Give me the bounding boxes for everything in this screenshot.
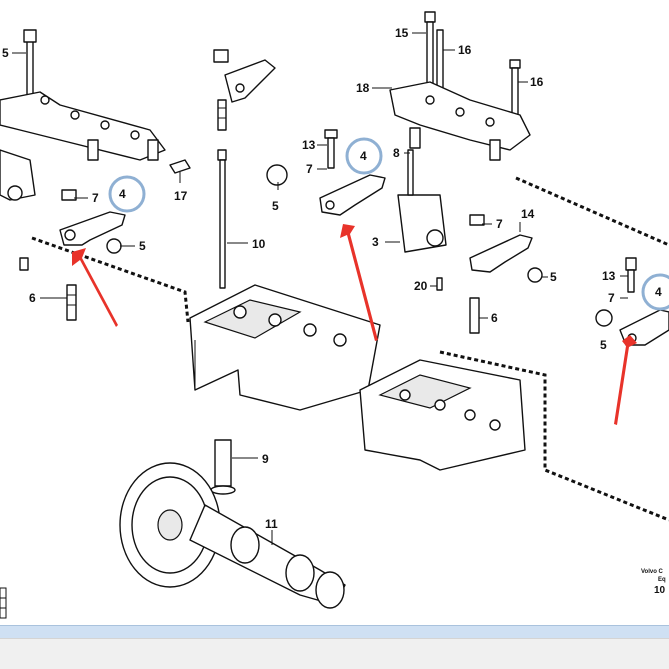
callout-17: 17 [174, 189, 188, 203]
red-arrow-left [72, 248, 118, 327]
callout-6-left: 6 [29, 291, 36, 305]
brand-text-line-2: Eq [658, 577, 666, 583]
highlight-circle-left [108, 175, 146, 213]
rocker-shaft-left [0, 29, 191, 201]
rocker-arm-left [19, 189, 126, 321]
callout-5-left: 5 [139, 239, 146, 253]
tappet [210, 439, 236, 495]
callout-4-far-right: 4 [655, 285, 662, 299]
highlight-circle-center [345, 137, 383, 175]
status-bar [0, 625, 669, 638]
callout-16-right: 16 [530, 75, 544, 89]
callout-20: 20 [414, 279, 428, 293]
callout-7-left: 7 [92, 191, 99, 205]
callout-5-top-left: 5 [2, 46, 9, 60]
callout-14: 14 [521, 207, 535, 221]
callout-10: 10 [252, 237, 266, 251]
callout-16-top: 16 [458, 43, 472, 57]
camshaft [119, 462, 346, 609]
brand-text-line-1: Volvo C [641, 569, 664, 575]
callout-13-center: 13 [302, 138, 316, 152]
bottom-toolbar [0, 638, 669, 669]
push-rod [213, 49, 276, 289]
callout-15: 15 [395, 26, 409, 40]
callout-3: 3 [372, 235, 379, 249]
callout-4-center: 4 [360, 149, 367, 163]
callout-4-left: 4 [119, 187, 126, 201]
highlight-circle-right [641, 273, 669, 311]
callout-8: 8 [393, 146, 400, 160]
cylinder-head-right [359, 359, 526, 471]
dashed-boundary-left [31, 236, 190, 323]
callout-7-far-right: 7 [608, 291, 615, 305]
callout-7-center: 7 [306, 162, 313, 176]
leader-lines [12, 32, 628, 545]
rocker-arm-center [266, 129, 447, 291]
callout-9: 9 [262, 452, 269, 466]
callout-11: 11 [265, 517, 278, 531]
callout-5-center: 5 [272, 199, 279, 213]
cylinder-head-left [189, 284, 381, 411]
brand-text-line-3: 10 [654, 585, 666, 596]
red-arrow-center [340, 224, 378, 341]
rocker-arm-right-14 [469, 214, 543, 334]
callout-6-right: 6 [491, 311, 498, 325]
rocker-shaft-right [389, 11, 531, 161]
callout-18: 18 [356, 81, 370, 95]
dashed-boundary-right [515, 176, 669, 247]
callout-7-right: 7 [496, 217, 503, 231]
red-arrow-right [614, 335, 637, 425]
corner-mark-icon [0, 587, 7, 619]
callout-5-right: 5 [550, 270, 557, 284]
callout-5-far-right: 5 [600, 338, 607, 352]
dashed-boundary-center [439, 350, 669, 522]
exploded-parts-diagram: 5 7 4 5 6 17 10 9 11 13 7 4 5 3 8 15 16 … [0, 11, 669, 619]
callout-13-right: 13 [602, 269, 616, 283]
